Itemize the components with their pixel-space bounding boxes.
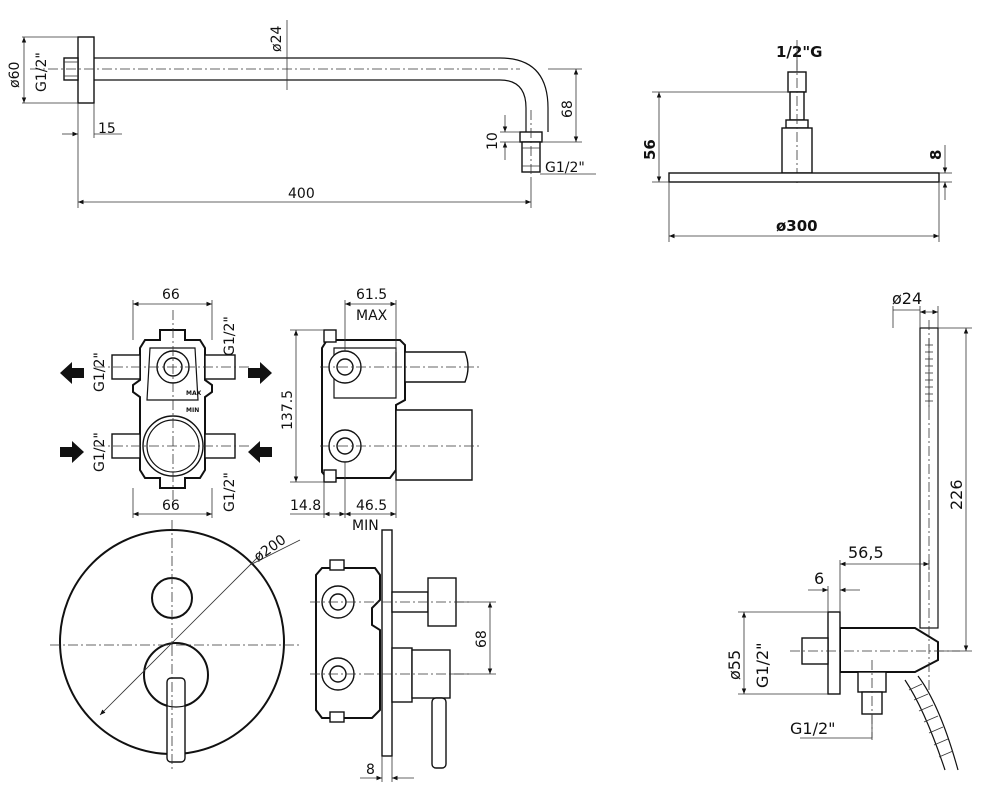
arm-flange-diameter-label: ø60 (7, 62, 23, 88)
hand-shower-wall-thread-label: G1/2" (753, 642, 772, 688)
trim-side-view: 68 8 (310, 529, 496, 782)
mixer-min-mark: MIN (186, 407, 199, 414)
arrow-in-right-icon (248, 441, 272, 463)
head-height-label: 56 (641, 139, 659, 160)
head-connection-label: 1/2"G (776, 43, 822, 61)
mixer-width-bottom-label: 66 (162, 498, 180, 514)
trim-side-lever (431, 697, 447, 769)
hand-shower-hose (904, 679, 946, 771)
mixer-offset-label: 14.8 (290, 498, 321, 514)
arm-projection-label: 400 (288, 186, 315, 202)
arrow-in-left-icon (60, 441, 84, 463)
trim-plate-thickness-label: 8 (366, 762, 375, 778)
arm-tube (94, 57, 549, 132)
mixer-depth-min-label: MIN (352, 518, 379, 534)
trim-lever (166, 677, 186, 763)
arm-outlet-thread-label: G1/2" (545, 160, 585, 176)
arm-wall-flange (77, 36, 95, 104)
hand-shower-view: ø24 226 56,5 6 ø55 G1/2" G1/2" (725, 289, 972, 771)
arm-flange-depth-label: 15 (98, 121, 116, 137)
trim-plate-front-view: ø200 (50, 520, 301, 770)
arrow-out-right-icon (248, 362, 272, 384)
trim-spacing-label: 68 (474, 630, 490, 648)
mixer-depth-max-label: MAX (356, 308, 388, 324)
hand-shower-projection-label: 56,5 (848, 543, 884, 562)
head-plate (668, 172, 940, 183)
hand-shower-length-label: 226 (947, 479, 966, 510)
hand-shower-flange-thickness-label: 6 (814, 569, 824, 588)
arm-diameter-label: ø24 (269, 26, 285, 52)
hand-shower-flange-diameter-label: ø55 (725, 650, 744, 680)
shower-arm-view: ø24 ø60 G1/2" 15 68 10 G1/2" 400 (7, 20, 596, 208)
mixer-body-outline (132, 329, 213, 489)
mixer-height-label: 137.5 (280, 390, 296, 430)
hand-shower-hose-thread-label: G1/2" (790, 719, 836, 738)
mixer-port-top-left-label: G1/2" (92, 352, 108, 392)
mixer-width-top-label: 66 (162, 287, 180, 303)
mixer-body-side-view: 61.5 MAX 137.5 14.8 46.5 MIN (280, 287, 480, 534)
hand-shower-flange (827, 611, 841, 695)
mixer-body-front-view: MAX MIN 66 66 G1/2" G1/2" G1/2" G1/2" (60, 287, 272, 518)
mixer-port-top-right-label: G1/2" (222, 316, 238, 356)
shower-head-view: 1/2"G 56 8 ø300 (641, 40, 952, 242)
hand-shower-handle-diameter-label: ø24 (892, 289, 922, 308)
mixer-port-bottom-right-label: G1/2" (222, 472, 238, 512)
trim-side-plate (381, 529, 393, 757)
head-diameter-label: ø300 (776, 217, 818, 235)
arm-inlet-thread-label: G1/2" (34, 52, 50, 92)
trim-diameter-label: ø200 (251, 532, 289, 565)
arm-drop-height-label: 68 (560, 100, 576, 118)
mixer-port-bottom-left-label: G1/2" (92, 432, 108, 472)
mixer-depth-max-value: 61.5 (356, 287, 387, 303)
head-plate-thickness-label: 8 (927, 150, 945, 160)
mixer-max-mark: MAX (186, 390, 202, 397)
arrow-out-left-icon (60, 362, 84, 384)
arm-outlet-length-label: 10 (485, 132, 501, 150)
mixer-depth-min-value: 46.5 (356, 498, 387, 514)
